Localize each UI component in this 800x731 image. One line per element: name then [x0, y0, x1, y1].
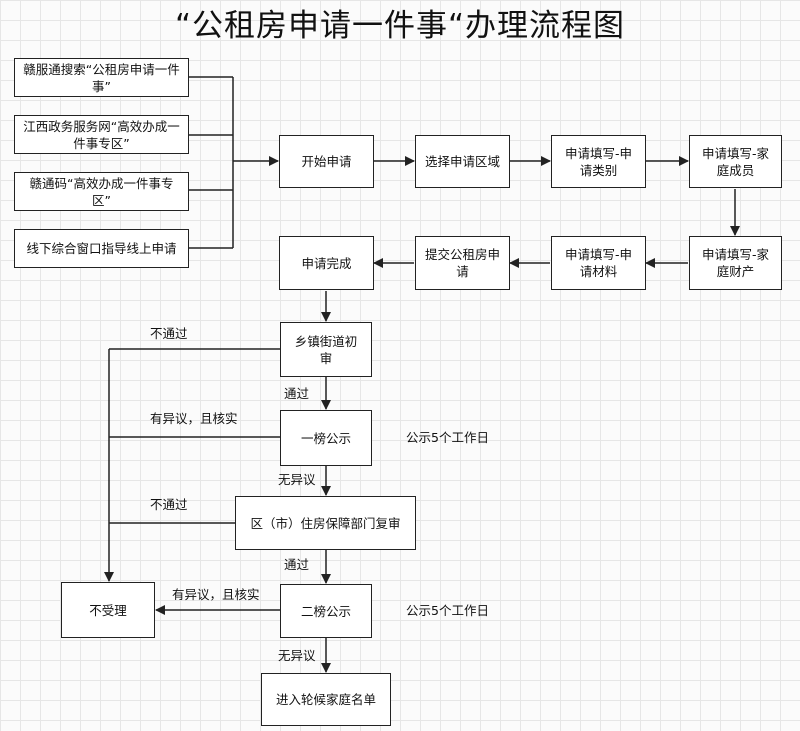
node-label: 申请完成 — [301, 255, 352, 271]
node-label: 乡镇街道初审 — [294, 333, 358, 366]
edge-label-town-reject: 不通过 — [150, 326, 188, 341]
source-jiangxi-gov-portal: 江西政务服务网“高效办成一件事专区” — [14, 115, 189, 154]
node-second-publicity: 二榜公示 — [280, 584, 372, 638]
node-first-publicity: 一榜公示 — [280, 410, 372, 466]
node-fill-category: 申请填写-申请类别 — [551, 135, 646, 188]
node-label: 申请填写-申请类别 — [564, 145, 632, 178]
node-label: 不受理 — [89, 602, 127, 618]
edge-label-second-objection: 有异议，且核实 — [172, 587, 260, 602]
source-ganfutong: 赣服通搜索“公租房申请一件事” — [14, 58, 189, 97]
diagram-title: “公租房申请一件事“办理流程图 — [174, 8, 626, 44]
node-complete: 申请完成 — [279, 236, 374, 290]
node-fill-materials: 申请填写-申请材料 — [551, 236, 646, 290]
node-label: 一榜公示 — [300, 430, 351, 446]
node-waitlist: 进入轮候家庭名单 — [261, 673, 391, 726]
node-label: 开始申请 — [301, 154, 352, 169]
node-district-review: 区（市）住房保障部门复审 — [235, 496, 416, 550]
node-label: 江西政务服务网“高效办成一件事专区” — [23, 118, 180, 151]
node-label: 选择申请区域 — [424, 154, 500, 169]
node-label: 赣通码“高效办成一件事专区” — [29, 175, 174, 208]
edge-label-second-no-objection: 无异议 — [278, 648, 316, 663]
source-offline-window: 线下综合窗口指导线上申请 — [14, 229, 189, 268]
node-fill-members: 申请填写-家庭成员 — [689, 135, 782, 188]
node-label: 申请填写-家庭成员 — [701, 145, 769, 178]
node-label: 赣服通搜索“公租房申请一件事” — [23, 61, 180, 94]
node-fill-property: 申请填写-家庭财产 — [689, 236, 782, 290]
node-rejected: 不受理 — [61, 582, 155, 638]
node-label: 申请填写-家庭财产 — [701, 247, 769, 279]
edge-label-district-reject: 不通过 — [150, 497, 188, 512]
note-second-publicity-days: 公示5个工作日 — [406, 603, 489, 618]
node-select-area: 选择申请区域 — [415, 135, 510, 188]
node-label: 提交公租房申请 — [424, 247, 500, 279]
node-label: 区（市）住房保障部门复审 — [250, 515, 401, 531]
node-town-review: 乡镇街道初审 — [280, 322, 372, 377]
note-first-publicity-days: 公示5个工作日 — [406, 430, 489, 445]
node-label: 二榜公示 — [300, 603, 351, 619]
edge-label-first-objection: 有异议，且核实 — [150, 411, 238, 426]
edge-label-first-no-objection: 无异议 — [278, 472, 316, 487]
source-gantongma: 赣通码“高效办成一件事专区” — [14, 172, 189, 211]
node-label: 申请填写-申请材料 — [564, 247, 632, 279]
node-label: 进入轮候家庭名单 — [275, 692, 376, 707]
node-submit: 提交公租房申请 — [415, 236, 510, 290]
edge-label-district-pass: 通过 — [284, 557, 310, 572]
edge-label-town-pass: 通过 — [284, 386, 310, 401]
node-label: 线下综合窗口指导线上申请 — [26, 241, 177, 256]
node-start: 开始申请 — [279, 135, 374, 188]
